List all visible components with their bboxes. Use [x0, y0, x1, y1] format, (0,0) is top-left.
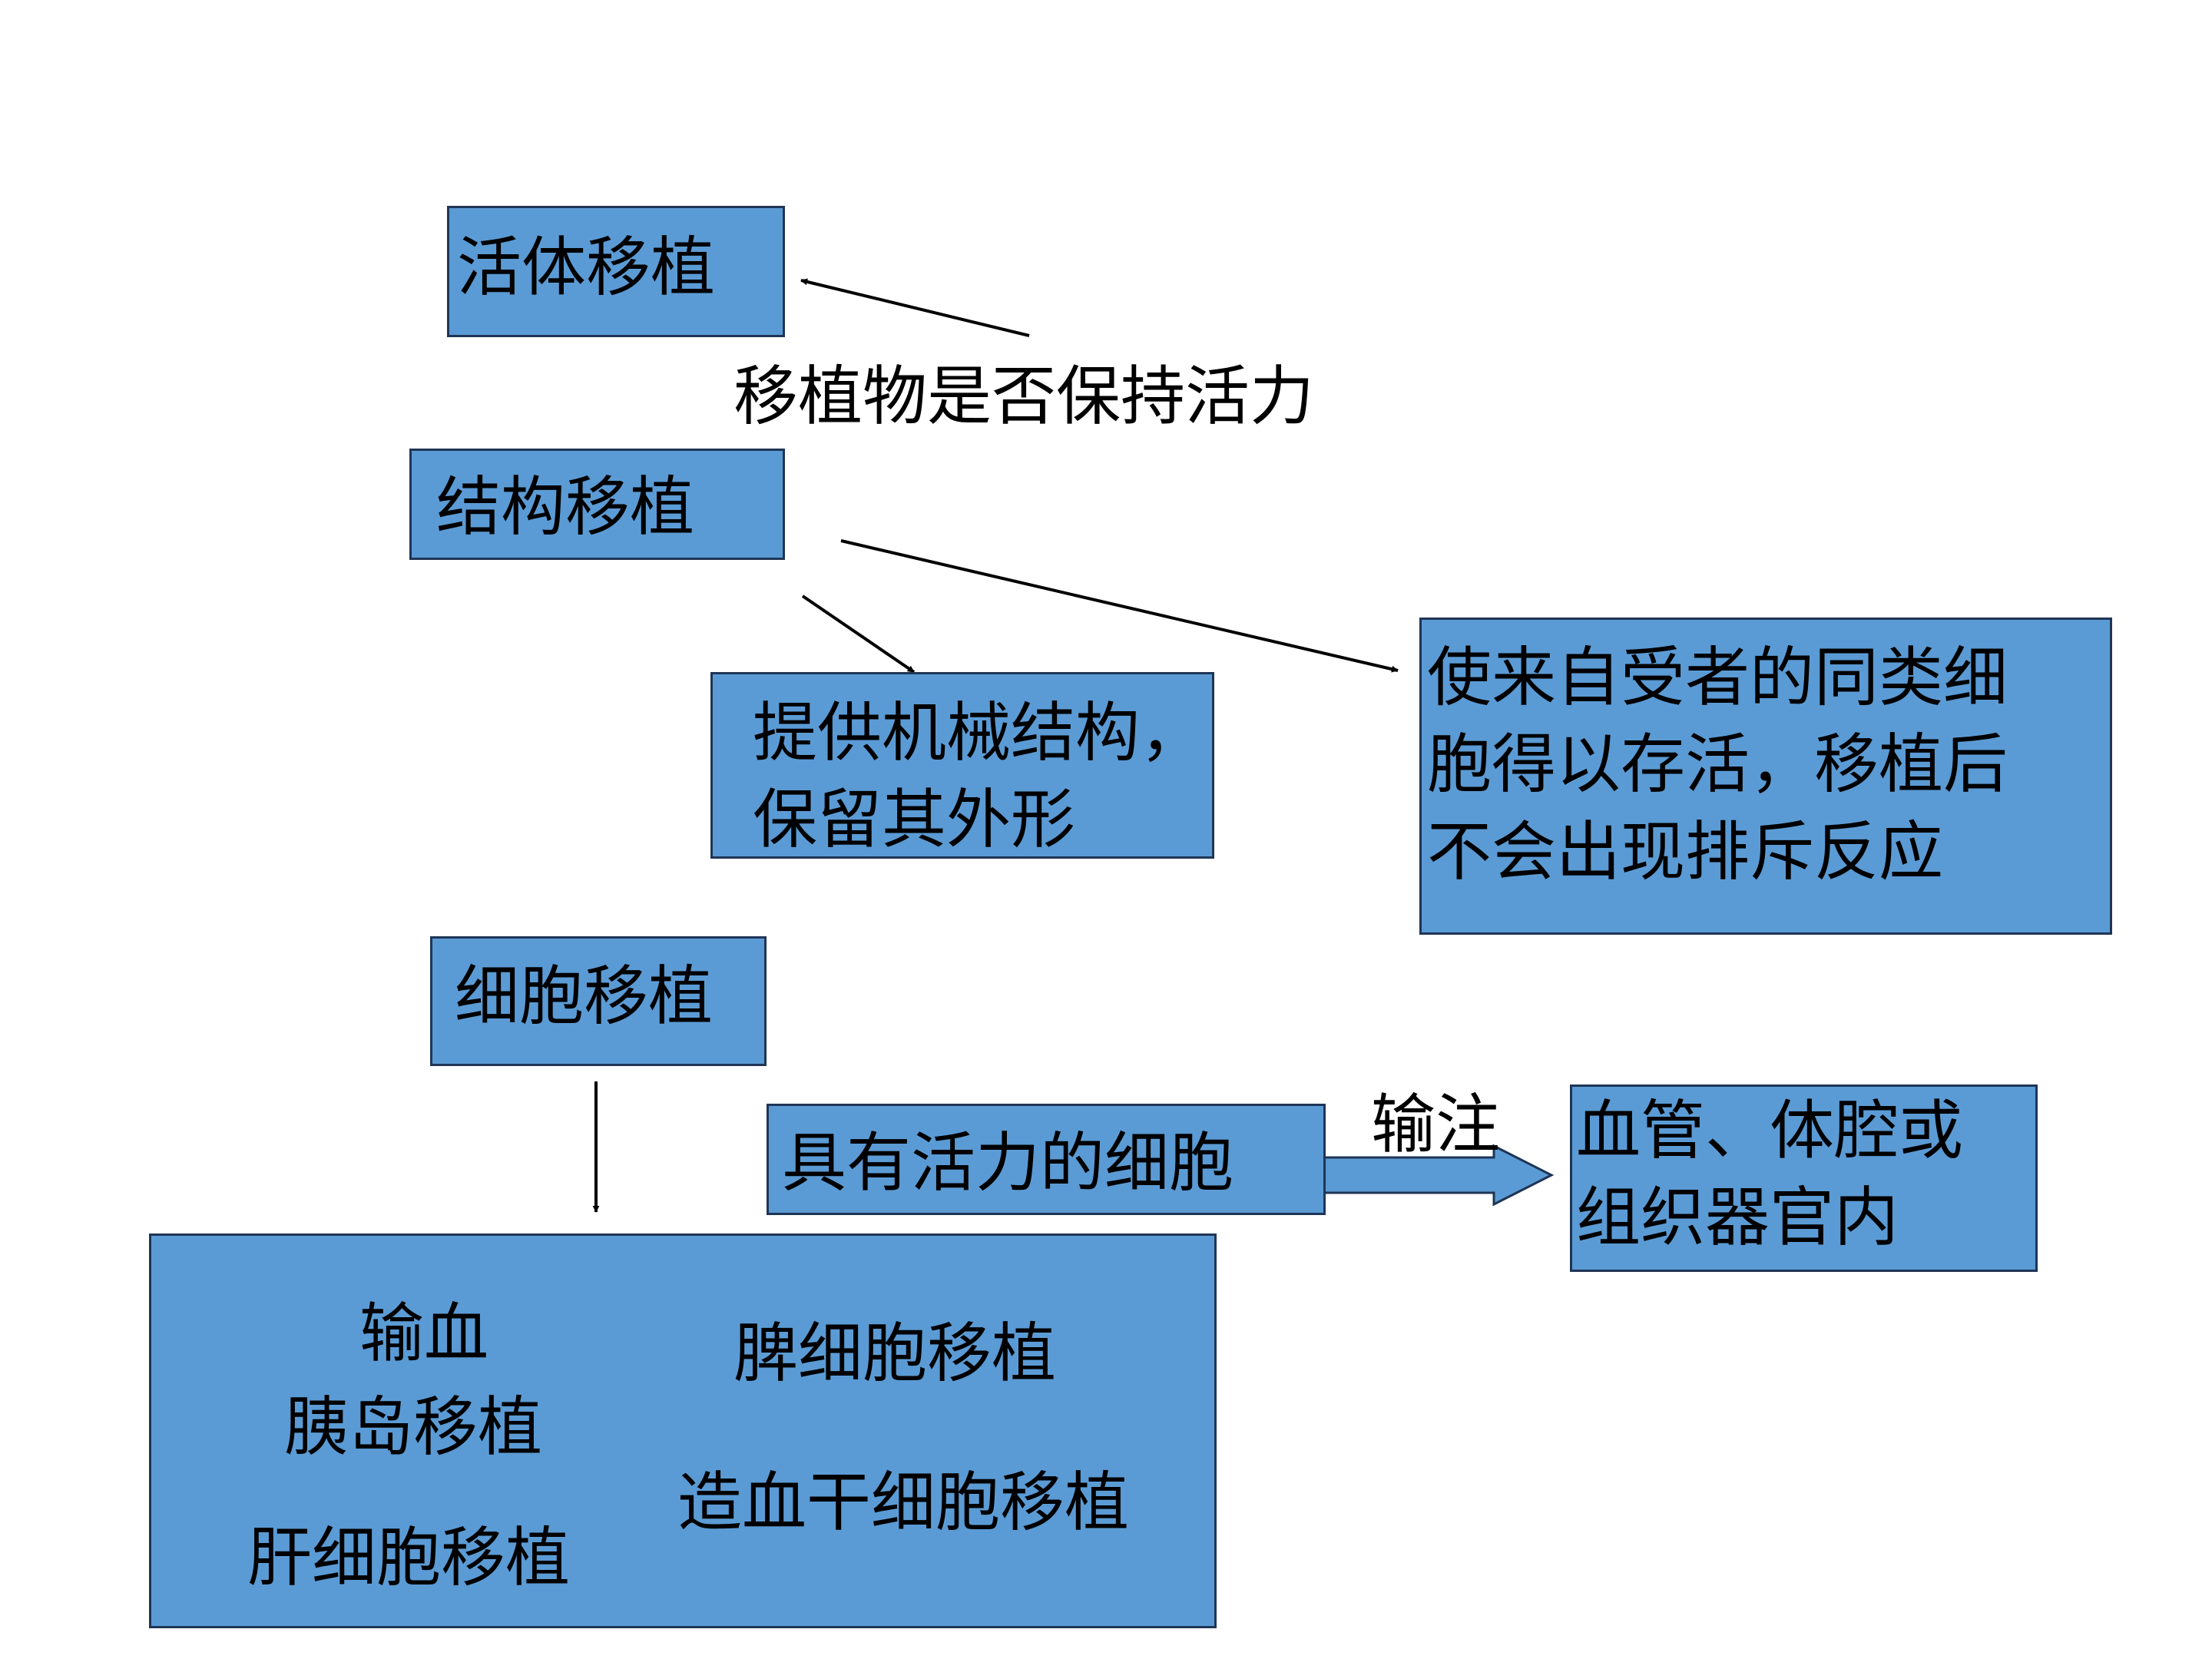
arrow-criterion-to-live-graft	[800, 278, 1030, 337]
destination-box	[1570, 1084, 2038, 1272]
viable-cells-label: 具有活力的细胞	[782, 1125, 1234, 1200]
viable-cells-box	[767, 1104, 1326, 1215]
structural-effect-label: 提供机械结构， 保留其外形	[753, 695, 1205, 858]
infusion-label: 输注	[1371, 1087, 1501, 1162]
cell-graft-label: 细胞移植	[455, 959, 714, 1034]
structural-graft-label: 结构移植	[436, 469, 695, 545]
structural-graft-box	[409, 449, 785, 560]
structural-effect-box	[710, 672, 1214, 859]
blood-transfusion-label: 输血	[359, 1296, 489, 1371]
islet-graft-label: 胰岛移植	[284, 1389, 543, 1465]
criterion-label: 移植物是否保持活力	[733, 359, 1315, 434]
liver-cell-graft-label: 肝细胞移植	[247, 1520, 571, 1595]
live-graft-box	[447, 206, 785, 337]
hsc-graft-label: 造血干细胞移植	[677, 1465, 1130, 1540]
structural-outcome-box	[1419, 618, 2112, 935]
cell-graft-box	[430, 936, 767, 1066]
infusion-block-arrow	[1320, 1144, 1555, 1207]
arrow-structural-to-effect	[801, 594, 916, 674]
cell-graft-examples-box	[149, 1233, 1217, 1628]
live-graft-label: 活体移植	[457, 230, 716, 305]
arrow-structural-to-outcome	[840, 539, 1399, 673]
structural-outcome-label: 使来自受者的同类细 胞得以存活，移植后 不会出现排斥反应	[1427, 640, 2008, 889]
spleen-cell-graft-label: 脾细胞移植	[733, 1316, 1057, 1391]
destination-label: 血管、体腔或 组织器官内	[1576, 1093, 1964, 1256]
